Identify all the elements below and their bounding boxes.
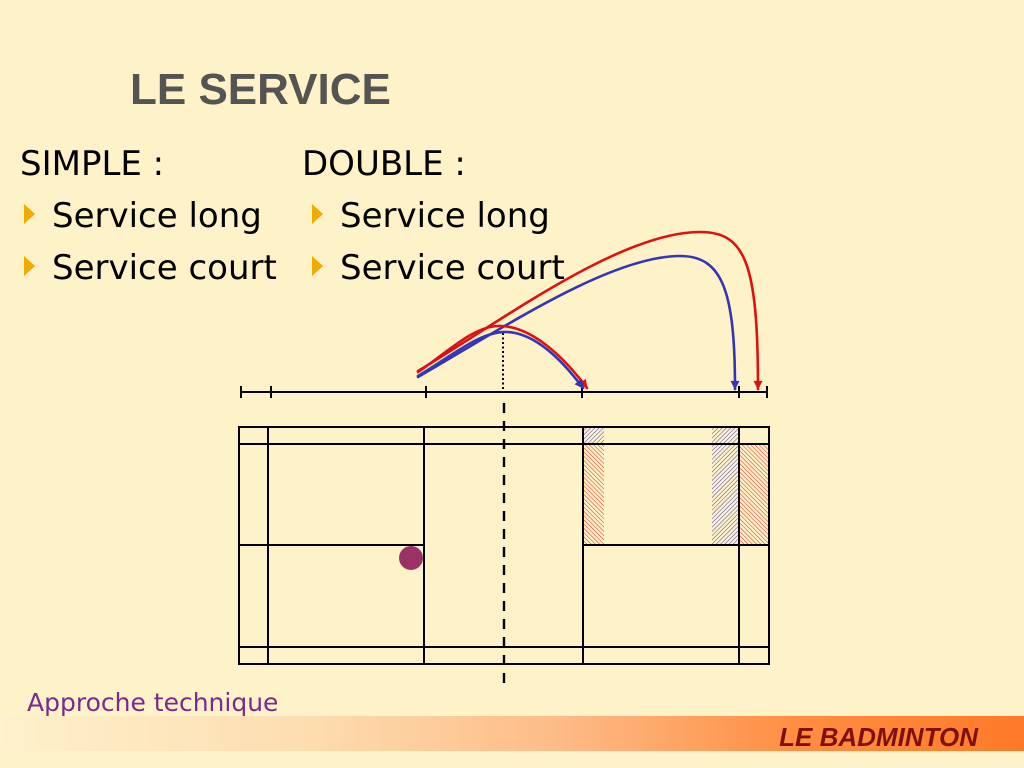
section-label: Approche technique [27, 688, 279, 717]
trajectory-simple-short [416, 324, 589, 390]
service-zones [584, 428, 768, 544]
footer-bar: LE BADMINTON [0, 716, 1024, 751]
column-double: DOUBLE : Service long Service court [302, 138, 565, 294]
triangle-right-icon [24, 256, 35, 276]
bullet-text: Service court [52, 248, 277, 288]
column-simple: SIMPLE : Service long Service court [20, 138, 277, 294]
short-serve-zone-simple [584, 445, 604, 544]
bullet-item: Service long [302, 190, 550, 242]
bullet-item: Service court [302, 242, 565, 294]
footer-brand: LE BADMINTON [779, 722, 978, 752]
slide-title: LE SERVICE [130, 65, 391, 114]
column-heading-double: DOUBLE : [302, 144, 466, 184]
trajectories [416, 230, 763, 391]
triangle-right-icon [312, 204, 323, 224]
long-serve-zone-double [712, 428, 739, 544]
player-dot [399, 546, 423, 570]
bullet-item: Service long [20, 190, 262, 242]
triangle-right-icon [312, 256, 323, 276]
bullet-text: Service long [340, 196, 550, 236]
long-serve-zone-simple [740, 445, 768, 544]
bullet-text: Service long [52, 196, 262, 236]
trajectory-double-short [416, 330, 585, 390]
column-heading-simple: SIMPLE : [20, 144, 165, 184]
short-serve-zone-double [584, 428, 604, 444]
trajectory-simple-long [416, 230, 763, 391]
bullet-item: Service court [20, 242, 277, 294]
bullet-text: Service court [340, 248, 565, 288]
triangle-right-icon [24, 204, 35, 224]
